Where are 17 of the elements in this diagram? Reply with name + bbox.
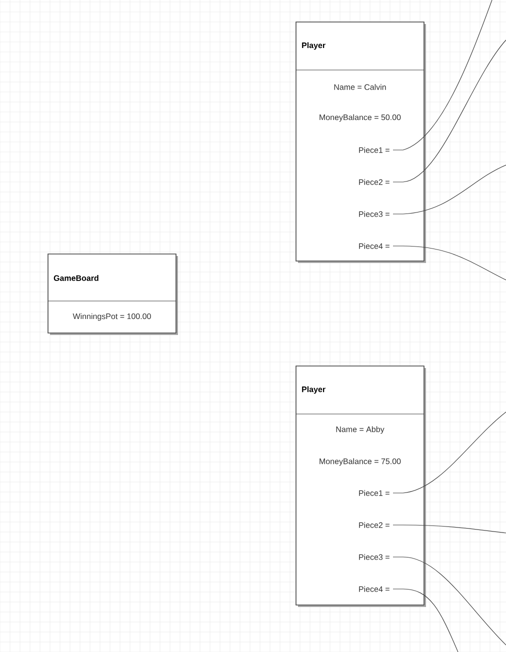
connector-line bbox=[392, 0, 492, 150]
attribute-label: Piece2 = bbox=[359, 179, 390, 185]
connector-line bbox=[392, 164, 506, 214]
connector-line bbox=[392, 556, 506, 646]
connector-line bbox=[392, 412, 506, 494]
attribute-label: Piece3 = bbox=[359, 554, 390, 560]
attribute-label: Piece1 = bbox=[359, 490, 390, 496]
attribute-label: Piece4 = bbox=[359, 586, 390, 592]
attribute-label: Piece2 = bbox=[359, 522, 390, 528]
connector-line bbox=[392, 246, 506, 280]
connector-line bbox=[392, 40, 506, 182]
class-box: GameBoard WinningsPot = 100.00 bbox=[48, 254, 178, 335]
connector-line bbox=[392, 524, 506, 534]
attribute-label: Piece4 = bbox=[359, 243, 390, 249]
attribute-label: Piece1 = bbox=[359, 147, 390, 153]
attribute-label: Piece3 = bbox=[359, 211, 390, 217]
connector-line bbox=[392, 588, 458, 652]
